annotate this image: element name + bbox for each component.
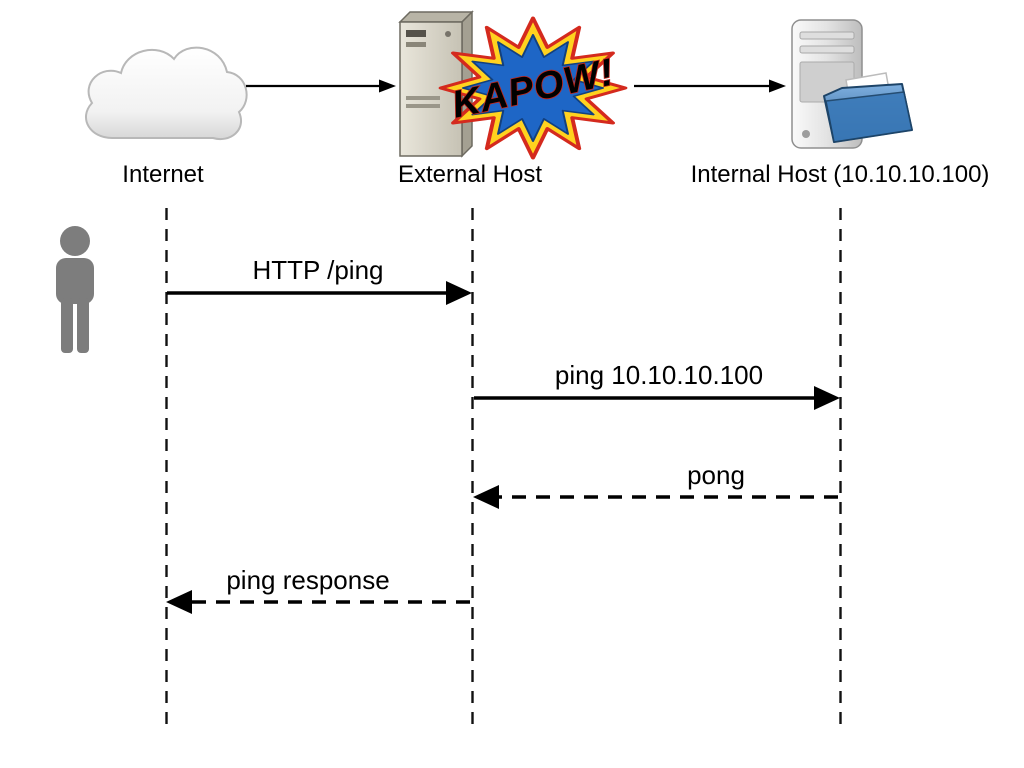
actor-label-internet: Internet: [122, 161, 204, 188]
person-icon: [56, 226, 94, 353]
arrow-external-to-internal: [634, 79, 786, 93]
message-http-ping: HTTP /ping: [167, 255, 472, 305]
message-ping-response: ping response: [166, 565, 470, 614]
message-ping-internal: ping 10.10.10.100: [474, 360, 840, 410]
actor-label-internal-host: Internal Host (10.10.10.100): [691, 161, 990, 188]
message-pong-label: pong: [687, 460, 745, 490]
arrow-internet-to-external: [246, 79, 396, 93]
message-pong: pong: [473, 460, 838, 509]
server-files-icon: [791, 19, 913, 149]
cloud-icon: [85, 46, 248, 141]
message-http-ping-label: HTTP /ping: [252, 255, 383, 285]
message-ping-internal-label: ping 10.10.10.100: [555, 360, 763, 390]
folder-icon: [823, 72, 913, 143]
message-ping-response-label: ping response: [226, 565, 389, 595]
kapow-burst-icon: KAPOW!: [438, 16, 628, 160]
actor-label-external-host: External Host: [398, 161, 542, 188]
